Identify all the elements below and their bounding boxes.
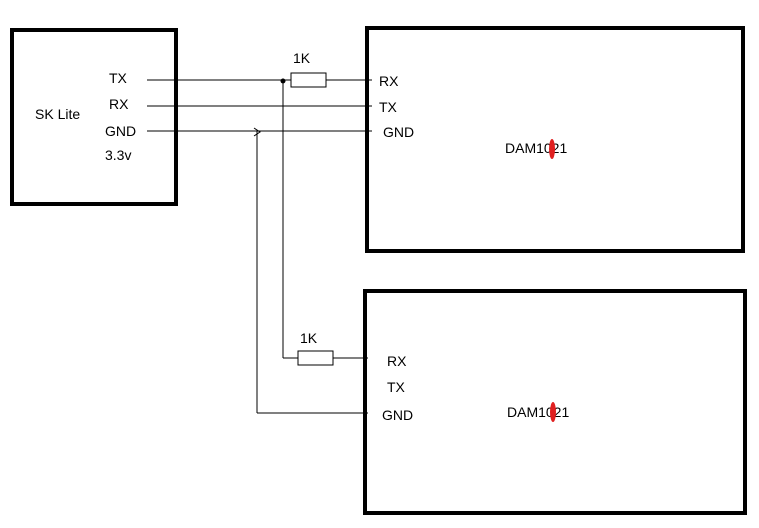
- resistor-bottom: [297, 350, 334, 366]
- sk-lite-pin-3v3: 3.3v: [105, 147, 131, 163]
- top-pin-rx: RX: [379, 73, 399, 89]
- top-highlight-mark: [549, 139, 555, 159]
- bottom-pin-tx: TX: [387, 379, 406, 395]
- resistor-top: [290, 72, 327, 88]
- sk-lite-pin-tx: TX: [109, 70, 128, 86]
- top-pin-tx: TX: [379, 99, 398, 115]
- dam1021-top-box: [365, 26, 745, 253]
- gnd-junction-mark: [253, 127, 261, 137]
- sk-lite-pin-gnd: GND: [105, 123, 136, 139]
- bottom-highlight-mark: [550, 402, 556, 422]
- resistor-bottom-label: 1K: [300, 330, 318, 346]
- sk-lite-pin-rx: RX: [109, 96, 129, 112]
- sk-lite-box: [10, 28, 178, 206]
- top-module-title: DAM1021: [505, 140, 567, 156]
- sk-lite-title: SK Lite: [35, 106, 80, 122]
- dam1021-bottom-box: [363, 289, 747, 515]
- bottom-pin-rx: RX: [387, 353, 407, 369]
- top-pin-gnd: GND: [383, 124, 414, 140]
- bottom-module-title: DAM1021: [507, 404, 569, 420]
- bottom-pin-gnd: GND: [382, 407, 413, 423]
- resistor-top-label: 1K: [293, 50, 311, 66]
